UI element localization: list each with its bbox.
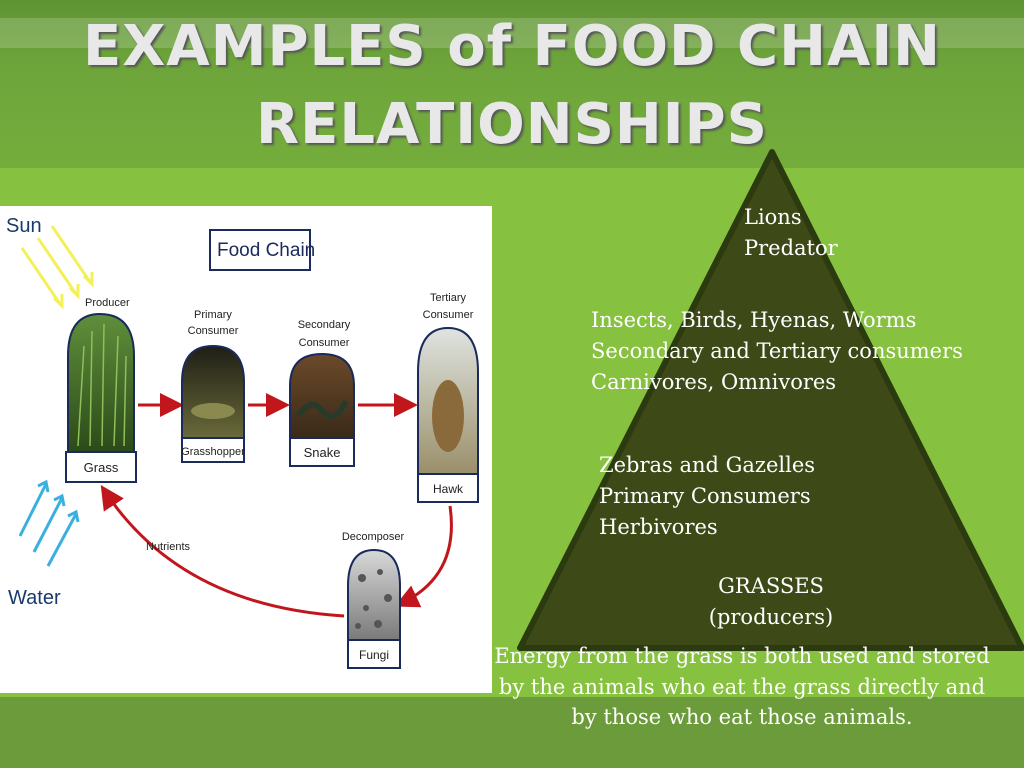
- footer-band: [0, 697, 1024, 768]
- snake-icon: [295, 399, 349, 420]
- title-line-1: EXAMPLES of FOOD CHAIN: [82, 14, 942, 79]
- base-line-1: GRASSES: [718, 574, 824, 598]
- level2-line-3: Carnivores, Omnivores: [591, 370, 837, 394]
- primary-name: Grasshopper: [181, 446, 245, 458]
- producer-name: Grass: [84, 460, 119, 475]
- pyramid-top-label: Lions Predator: [744, 202, 838, 264]
- secondary-role-2: Consumer: [299, 337, 350, 349]
- grass-blades-icon: [77, 323, 127, 447]
- pyramid-level-2-label: Insects, Birds, Hyenas, Worms Secondary …: [591, 305, 1024, 398]
- grasshopper-image: [181, 344, 245, 439]
- title-band: [0, 0, 1024, 168]
- pyramid-level-3-label: Zebras and Gazelles Primary Consumers He…: [599, 450, 815, 543]
- level2-line-2: Secondary and Tertiary consumers: [591, 339, 963, 363]
- food-chain-heading: Food Chain: [217, 240, 315, 261]
- slide-title: EXAMPLES of FOOD CHAIN RELATIONSHIPS: [0, 8, 1024, 164]
- pyramid-base-label: GRASSES (producers): [690, 571, 852, 633]
- tertiary-role-1: Tertiary: [430, 292, 467, 304]
- arrow-hawk-to-fungi: [394, 505, 453, 608]
- sun-label: Sun: [6, 215, 42, 237]
- fungi-name-box: [347, 639, 401, 669]
- tertiary-name: Hawk: [433, 482, 464, 496]
- primary-role-1: Primary: [194, 309, 232, 321]
- fungi-image: [347, 548, 401, 641]
- producer-role: Producer: [85, 297, 130, 309]
- pyramid-triangle: [517, 149, 1024, 651]
- top-line-2: Predator: [744, 236, 838, 260]
- snake-image: [289, 352, 355, 439]
- sun-rays-icon: [20, 225, 94, 310]
- food-chain-diagram: Sun Water Food Chain Producer: [0, 206, 492, 693]
- water-label: Water: [8, 587, 61, 609]
- top-line-1: Lions: [744, 205, 802, 229]
- title-line-2: RELATIONSHIPS: [256, 92, 768, 157]
- level3-line-2: Primary Consumers: [599, 484, 811, 508]
- nutrients-label: Nutrients: [146, 541, 191, 553]
- grasshopper-icon: [191, 403, 235, 419]
- grasshopper-name-box: [181, 437, 245, 463]
- secondary-name: Snake: [304, 445, 341, 460]
- hawk-icon: [432, 380, 464, 452]
- decomposer-name: Fungi: [359, 648, 389, 662]
- base-line-2: (producers): [708, 605, 834, 629]
- hawk-name-box: [417, 473, 479, 503]
- food-chain-title-box: [209, 229, 311, 271]
- primary-role-2: Consumer: [188, 325, 239, 337]
- snake-name-box: [289, 437, 355, 467]
- level3-line-3: Herbivores: [599, 515, 718, 539]
- energy-caption: Energy from the grass is both used and s…: [494, 644, 990, 729]
- level2-line-1: Insects, Birds, Hyenas, Worms: [591, 308, 917, 332]
- fungi-texture-icon: [355, 569, 392, 629]
- arrow-fungi-to-grass: [100, 484, 345, 618]
- grass-name-box: [65, 451, 137, 483]
- level3-line-1: Zebras and Gazelles: [599, 453, 816, 477]
- secondary-role-1: Secondary: [298, 319, 351, 331]
- tertiary-role-2: Consumer: [423, 309, 474, 321]
- decomposer-role: Decomposer: [342, 531, 405, 543]
- water-arrows-icon: [18, 479, 80, 567]
